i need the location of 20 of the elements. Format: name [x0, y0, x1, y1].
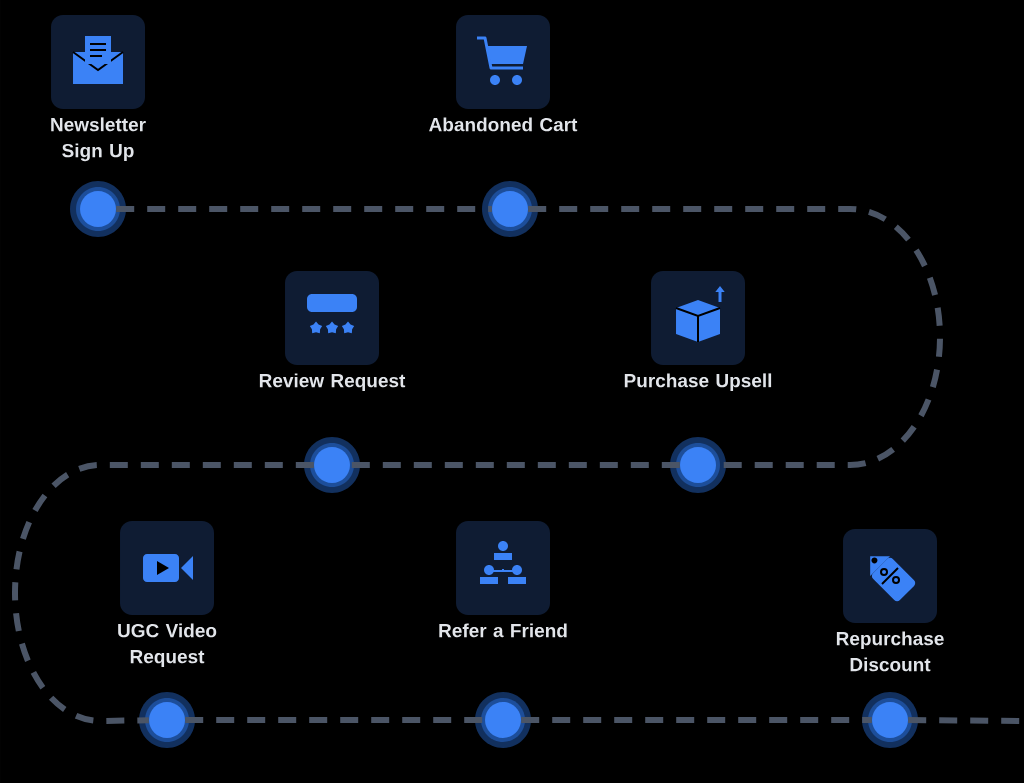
step-dot	[70, 181, 126, 237]
step-dot	[482, 181, 538, 237]
stage-label: Refer a Friend	[439, 623, 567, 638]
stage-label: Newsletter Sign Up	[51, 117, 146, 162]
dashed-path	[521, 717, 872, 723]
stage-label: Abandoned Cart	[429, 117, 578, 132]
stage-label: Purchase Upsell	[624, 373, 772, 392]
step-dot	[139, 692, 195, 748]
step-dot	[862, 692, 918, 748]
stage-label: Review Request	[259, 373, 406, 392]
step-dot	[670, 437, 726, 493]
stage-label: Repurchase Discount	[836, 631, 944, 672]
dashed-path	[185, 717, 485, 723]
dashed-path	[350, 462, 680, 468]
step-dot	[475, 692, 531, 748]
step-dot	[304, 437, 360, 493]
dashed-path	[12, 462, 314, 724]
dashed-path	[116, 206, 492, 212]
stage-label: UGC Video Request	[118, 623, 217, 668]
dashed-path	[528, 206, 943, 468]
